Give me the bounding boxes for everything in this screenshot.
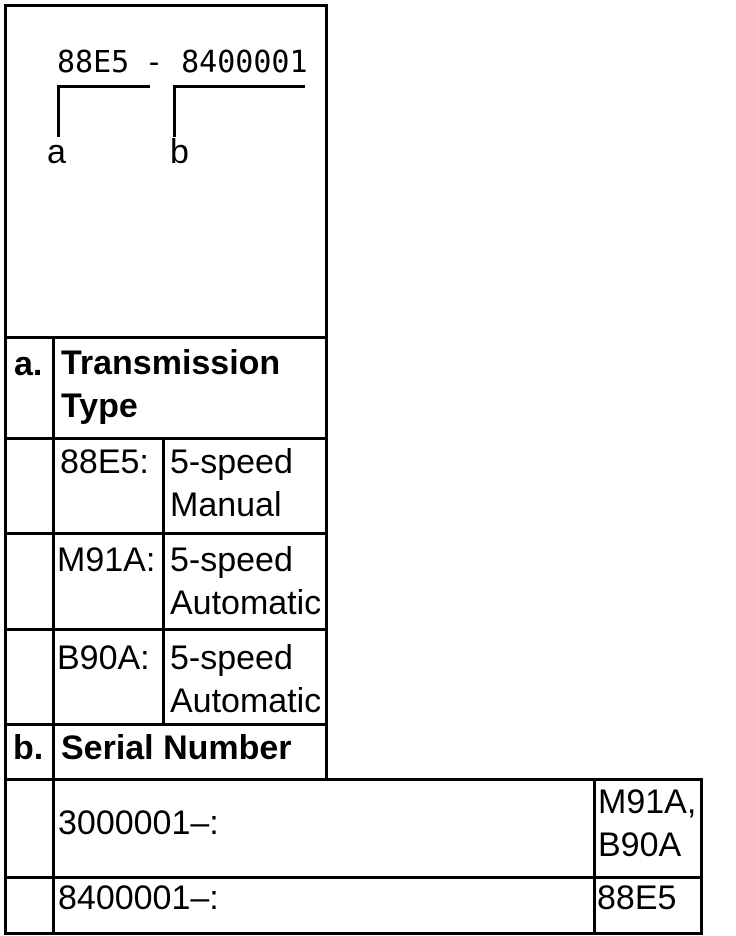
- section-a-key: a.: [14, 345, 43, 383]
- models-cell-3000001: M91A, B90A: [598, 781, 696, 867]
- bracket-a-horizontal: [57, 85, 150, 88]
- desc-88e5-line2: Manual: [170, 486, 282, 524]
- bracket-a-vertical: [57, 85, 60, 137]
- section-b-key: b.: [13, 729, 44, 767]
- serial-range-3000001: 3000001–:: [58, 804, 219, 842]
- row-serial-8400001: [4, 876, 703, 935]
- desc-88e5-line1: 5-speed: [170, 443, 293, 481]
- serial-range-8400001: 8400001–:: [58, 879, 219, 917]
- callout-b-label: b: [170, 133, 189, 171]
- section-a-title-line2: Type: [61, 387, 138, 425]
- desc-m91a-line2: Automatic: [170, 584, 322, 622]
- code-cell-88e5: 88E5:: [60, 443, 149, 481]
- divider-code-column: [162, 437, 165, 726]
- section-a-title-line1: Transmission: [61, 344, 281, 382]
- code-cell-b90a: B90A:: [57, 639, 150, 677]
- desc-m91a-line1: 5-speed: [170, 541, 293, 579]
- code-serial-text: - 8400001: [145, 45, 308, 80]
- models-3000001-line1: M91A,: [598, 783, 697, 821]
- section-b-title: Serial Number: [61, 729, 292, 767]
- models-cell-8400001: 88E5: [597, 879, 677, 917]
- bracket-b-horizontal: [173, 85, 305, 88]
- desc-b90a-line1: 5-speed: [170, 639, 293, 677]
- models-3000001-line2: B90A: [598, 826, 682, 864]
- divider-key-column: [52, 336, 55, 935]
- bracket-b-vertical: [173, 85, 176, 137]
- desc-b90a-line2: Automatic: [170, 682, 322, 720]
- code-cell-m91a: M91A:: [57, 541, 156, 579]
- code-type-text: 88E5: [57, 45, 130, 80]
- callout-a-label: a: [47, 133, 66, 171]
- divider-models-column: [593, 778, 596, 935]
